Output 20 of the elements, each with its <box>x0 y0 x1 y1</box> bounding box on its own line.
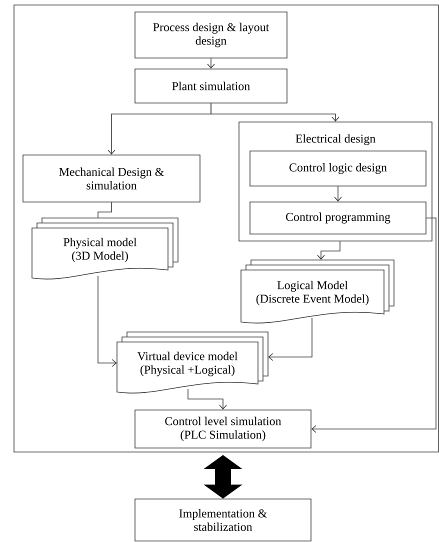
process-box: Plant simulation <box>134 68 288 104</box>
process-box: Implementation & stabilization <box>134 498 312 542</box>
arrow <box>207 58 215 69</box>
process-box: Process design & layout design <box>134 12 288 58</box>
frame-box <box>14 4 439 452</box>
process-box: Control logic design <box>250 150 426 186</box>
arrow <box>311 218 436 433</box>
document-stack: Virtual device model (Physical +Logical) <box>116 332 268 394</box>
connector-line <box>98 202 112 218</box>
process-box: Control level simulation (PLC Simulation) <box>134 410 312 448</box>
arrow <box>334 186 342 202</box>
arrow <box>268 318 312 361</box>
document-stack: Physical model (3D Model) <box>32 218 178 280</box>
arrow <box>210 103 340 122</box>
arrow <box>98 276 117 367</box>
arrow <box>317 241 340 260</box>
process-box: Mechanical Design & simulation <box>22 154 200 202</box>
document-stack: Logical Model (Discrete Event Model) <box>240 260 394 324</box>
arrow <box>188 388 227 410</box>
process-box: Control programming <box>250 202 426 234</box>
